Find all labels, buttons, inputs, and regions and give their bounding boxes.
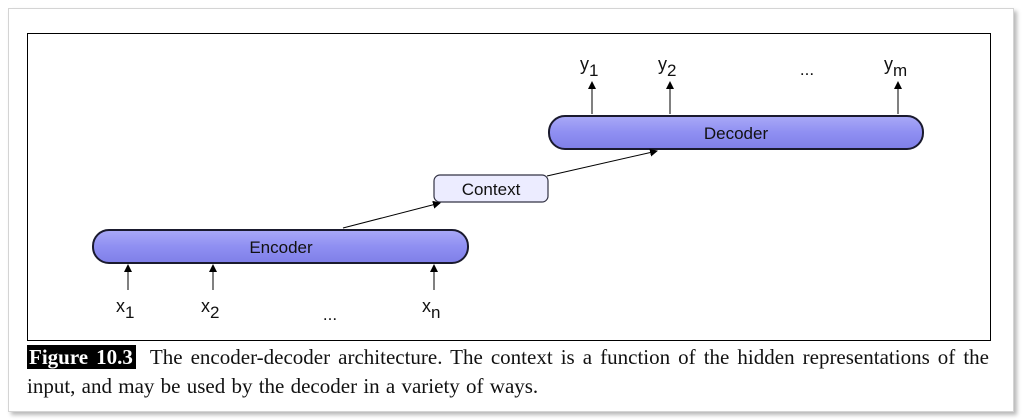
encoder-label: Encoder bbox=[249, 238, 313, 257]
figure-number-label: Figure 10.3 bbox=[27, 345, 136, 369]
output-label-m: ym bbox=[884, 54, 907, 80]
output-label-1: y1 bbox=[580, 54, 598, 80]
context-to-decoder-arrow bbox=[546, 148, 658, 177]
input-label-2: x2 bbox=[201, 296, 219, 322]
decoder-label: Decoder bbox=[704, 124, 769, 143]
output-label-2: y2 bbox=[658, 54, 676, 80]
input-ellipsis: ... bbox=[323, 305, 337, 324]
input-label-n: xn bbox=[422, 296, 440, 322]
decoder-block bbox=[548, 115, 924, 150]
output-ellipsis: ... bbox=[800, 60, 814, 79]
encoder-block bbox=[92, 229, 469, 264]
input-label-1: x1 bbox=[116, 296, 134, 322]
encoder-to-context-arrow bbox=[342, 200, 441, 229]
context-block bbox=[433, 174, 549, 203]
caption-text: The encoder-decoder architecture. The co… bbox=[27, 345, 989, 398]
context-label: Context bbox=[462, 180, 521, 199]
